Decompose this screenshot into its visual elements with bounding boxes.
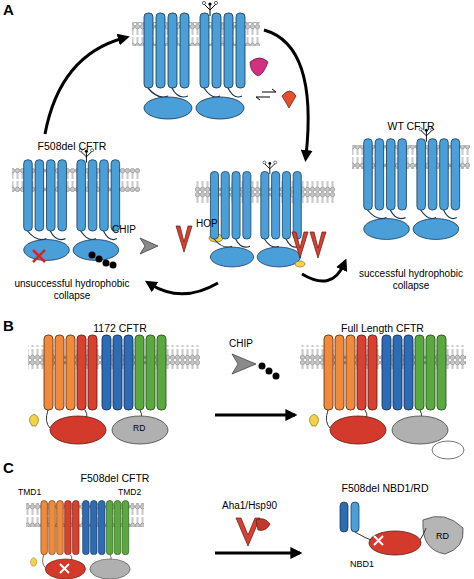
illustration-shape — [309, 335, 448, 444]
illustration-shape — [273, 373, 280, 380]
state-title: F508del CFTR — [38, 140, 107, 153]
illustration-shape — [210, 161, 301, 267]
illustration-shape — [266, 368, 273, 375]
state-caption: unsuccessful hydrophobic collapse — [2, 278, 142, 302]
illustration-shape — [310, 232, 326, 258]
state-group: 1172 CFTR — [25, 322, 215, 455]
reaction-arrow — [215, 552, 300, 555]
illustration-shape — [282, 91, 296, 108]
illustration-shape — [295, 261, 305, 267]
illustration-shape — [45, 38, 124, 134]
panel-letter: A — [3, 2, 14, 19]
illustration-shape — [33, 250, 45, 262]
illustration-shape — [364, 128, 460, 240]
illustration-shape — [89, 252, 96, 259]
part-label: HOP — [196, 218, 218, 229]
illustration-shape — [232, 354, 256, 374]
illustration-shape — [423, 516, 463, 554]
illustration-shape — [24, 149, 120, 261]
illustration-shape — [30, 501, 130, 579]
part-label: NBD1 — [350, 560, 374, 570]
illustration-shape — [374, 536, 383, 545]
part-label: Aha1/Hsp90 — [222, 500, 277, 511]
state-group: Full Length CFTR — [295, 322, 470, 455]
illustration-shape — [292, 232, 308, 258]
state-group: F508del CFTR — [15, 472, 215, 577]
illustration-shape — [140, 238, 158, 254]
illustration-shape — [60, 564, 69, 573]
illustration-shape — [250, 58, 268, 76]
part-label: RD — [133, 424, 145, 433]
illustration-shape — [256, 89, 276, 100]
state-title: WT CFTR — [387, 120, 434, 133]
illustration-shape — [355, 528, 426, 540]
state-caption: successful hydrophobic collapse — [350, 268, 472, 292]
part-label: RD — [436, 532, 449, 542]
illustration-shape — [103, 260, 110, 267]
state-group: WT CFTR successful hydrophobic collapse — [350, 120, 472, 292]
illustration-shape — [340, 502, 348, 532]
reaction-arrow — [215, 414, 295, 417]
illustration-shape — [96, 256, 103, 263]
part-label: TMD2 — [118, 488, 141, 497]
state-group: F508del CFTR unsuccessful hydrophobic col… — [2, 140, 142, 302]
state-group: F508del NBD1/RD — [300, 482, 470, 577]
illustration-shape — [264, 30, 308, 156]
illustration-shape — [144, 1, 245, 119]
part-label: CHIP — [112, 224, 136, 235]
part-label: TMD1 — [18, 488, 41, 497]
illustration-shape — [256, 519, 270, 531]
state-title: 1172 CFTR — [93, 322, 147, 335]
illustration-shape — [351, 502, 359, 532]
state-title: F508del CFTR — [81, 472, 150, 485]
illustration-shape — [259, 363, 266, 370]
illustration-shape — [110, 262, 117, 269]
state-title: F508del NBD1/RD — [342, 482, 429, 495]
panel-letter: B — [3, 318, 14, 335]
state-title: Full Length CFTR — [341, 322, 424, 335]
illustration-shape — [150, 283, 218, 294]
illustration-shape — [176, 226, 192, 252]
illustration-shape — [432, 441, 464, 459]
illustration-shape — [369, 531, 421, 555]
panel-letter: C — [3, 460, 14, 477]
illustration-shape — [302, 264, 344, 281]
illustration-shape — [29, 335, 168, 444]
part-label: CHIP — [229, 338, 253, 349]
